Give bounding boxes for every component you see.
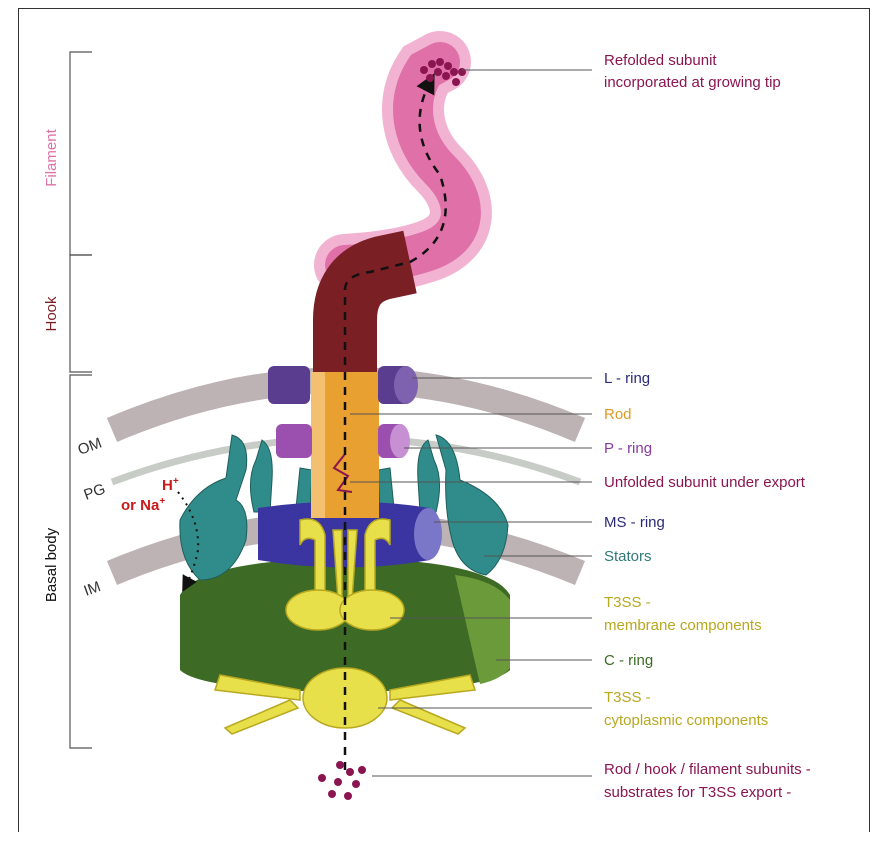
t3ss-cyto-label-line1: T3SS -: [604, 689, 651, 706]
ms-ring-label: MS - ring: [604, 514, 665, 531]
svg-text:H+: H+: [162, 476, 179, 494]
na-charge: +: [159, 496, 165, 507]
filament-section-label: Filament: [43, 128, 60, 186]
substrates-label-line2: substrates for T3SS export -: [604, 784, 791, 801]
l-ring-label: L - ring: [604, 370, 650, 387]
h-ion: H: [162, 477, 173, 494]
filament-bracket: [70, 52, 92, 255]
pg-label: PG: [82, 480, 108, 503]
p-ring-label: P - ring: [604, 440, 652, 457]
substrates-label-line1: Rod / hook / filament subunits -: [604, 761, 811, 778]
stators-label: Stators: [604, 548, 652, 565]
basal-body-bracket: [70, 375, 92, 748]
t3ss-cyto-label-line2: cytoplasmic components: [604, 712, 768, 729]
h-charge: +: [173, 476, 179, 487]
c-ring-label: C - ring: [604, 652, 653, 669]
hook-bracket: [70, 255, 92, 372]
im-label: IM: [82, 578, 103, 600]
t3ss-membrane-label-line2: membrane components: [604, 617, 762, 634]
refolded-label-line1: Refolded subunit: [604, 52, 717, 69]
substrate-subunits: [318, 761, 366, 800]
t3ss-membrane-label-line1: T3SS -: [604, 594, 651, 611]
om-label: OM: [76, 435, 105, 459]
section-brackets: [70, 52, 92, 748]
svg-text:or Na+: or Na+: [121, 496, 165, 514]
hook-section-label: Hook: [43, 296, 60, 332]
rod-label: Rod: [604, 406, 632, 423]
na-ion: or Na: [121, 497, 160, 514]
refolded-label-line2: incorporated at growing tip: [604, 74, 781, 91]
hook: [345, 262, 410, 380]
ion-label: H+ or Na+: [121, 476, 179, 514]
unfolded-label: Unfolded subunit under export: [604, 474, 806, 491]
rod-highlight: [311, 372, 325, 518]
basal-body-section-label: Basal body: [43, 527, 60, 602]
